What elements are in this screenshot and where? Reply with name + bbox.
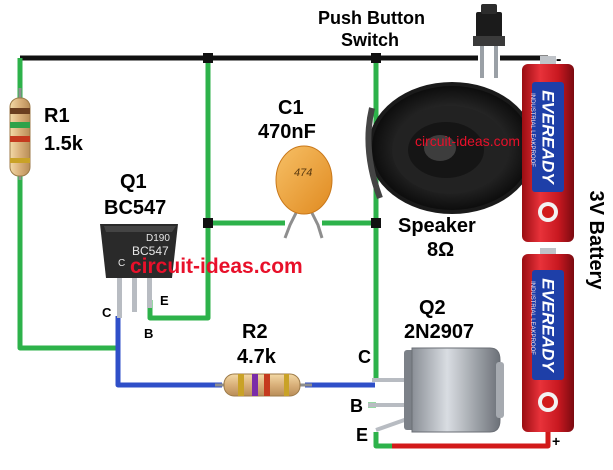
q1-pin-b: B <box>144 326 154 341</box>
q2-name: Q2 <box>419 297 446 319</box>
q1-body-line2: BC547 <box>132 244 169 258</box>
q2-pin-b: B <box>350 396 363 416</box>
speaker-name: Speaker <box>398 215 476 237</box>
c1-name: C1 <box>278 97 304 119</box>
battery-top <box>522 56 574 242</box>
push-button-switch <box>473 4 505 78</box>
r2-value: 4.7k <box>237 346 276 368</box>
resistor-r1 <box>9 88 31 180</box>
battery-top-brand: EVEREADY <box>538 90 558 184</box>
q1-pin-e: E <box>160 293 169 308</box>
q1-body-line1: D190 <box>146 233 170 244</box>
transistor-q2 <box>368 347 504 433</box>
q1-body-line3: C <box>118 258 126 269</box>
speaker <box>365 82 536 214</box>
q2-pin-e: E <box>356 425 369 445</box>
watermark-large: circuit-ideas.com <box>130 255 303 278</box>
blue-wire <box>115 316 375 388</box>
red-wire <box>392 430 551 449</box>
capacitor-c1 <box>275 145 333 239</box>
battery-label: 3V Battery <box>585 190 607 290</box>
c1-value: 470nF <box>258 121 316 143</box>
battery-minus: - <box>556 51 562 68</box>
q1-pin-c: C <box>102 305 112 320</box>
r1-name: R1 <box>44 105 70 127</box>
watermark-small: circuit-ideas.com <box>415 133 521 149</box>
switch-label-line1: Push Button <box>318 8 425 28</box>
battery-bottom-brand: EVEREADY <box>538 278 558 372</box>
battery-bottom-small-text: INDUSTRIAL LEAKPROOF <box>529 281 535 355</box>
c1-marking: 474 <box>294 167 313 179</box>
speaker-value: 8Ω <box>427 239 455 261</box>
green-wires <box>17 58 392 449</box>
q1-part: BC547 <box>104 197 167 219</box>
junction-dots <box>203 53 381 228</box>
r1-value: 1.5k <box>44 133 83 155</box>
battery-plus: + <box>552 433 561 449</box>
battery-top-small-text: INDUSTRIAL LEAKPROOF <box>529 93 535 167</box>
resistor-r2 <box>215 373 312 397</box>
q2-part: 2N2907 <box>404 321 475 343</box>
r2-name: R2 <box>242 321 268 343</box>
q1-name: Q1 <box>120 171 147 193</box>
switch-label-line2: Switch <box>341 30 400 50</box>
transistor-q1 <box>100 224 178 318</box>
battery-bottom <box>522 248 574 432</box>
q2-pin-c: C <box>358 347 371 367</box>
